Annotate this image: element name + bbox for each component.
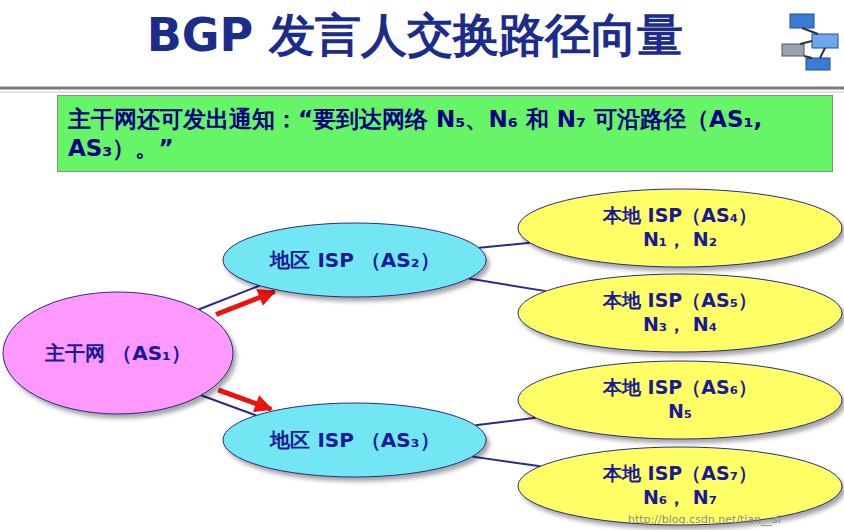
advert-arrow: [218, 390, 271, 409]
network-icon: [782, 14, 838, 70]
node-text: N₁， N₂: [643, 228, 717, 252]
ellipse-shape: [3, 292, 233, 414]
regional-isp-ellipse: 地区 ISP （AS₂）: [222, 222, 487, 298]
icon-part: [782, 44, 804, 56]
node-text: 地区 ISP （AS₂）: [270, 248, 439, 273]
ellipse-shape: [223, 403, 486, 477]
node-text: 本地 ISP（AS₆）: [603, 376, 757, 400]
node-text: 主干网还可发出通知：“要到达网络 N₅、N₆ 和 N₇ 可沿路径（AS₁, AS…: [68, 105, 822, 163]
ellipse-shape: [518, 361, 842, 439]
title-rule: [0, 92, 844, 93]
link-line: [469, 279, 546, 292]
node-text: N₃， N₄: [643, 313, 717, 337]
ellipse-shape: [518, 447, 842, 525]
node-text: 地区 ISP （AS₃）: [270, 428, 439, 453]
ellipse-shape: [518, 189, 842, 267]
node-text: 本地 ISP（AS₄）: [603, 204, 757, 228]
title-box: BGP 发言人交换路径向量: [50, 6, 780, 66]
link-line: [479, 243, 530, 248]
icon-part: [812, 34, 838, 48]
node-text: 主干网 （AS₁）: [45, 341, 191, 366]
node-text: 本地 ISP（AS₇）: [603, 462, 757, 486]
link-line: [476, 418, 536, 425]
title-text: BGP 发言人交换路径向量: [50, 6, 780, 66]
icon-wire: [800, 28, 825, 58]
link-line: [473, 457, 541, 467]
ellipse-shape: [518, 274, 842, 352]
note-box: 主干网还可发出通知：“要到达网络 N₅、N₆ 和 N₇ 可沿路径（AS₁, AS…: [57, 95, 833, 172]
icon-part: [790, 14, 814, 28]
node-text: 本地 ISP（AS₅）: [603, 289, 757, 313]
node-text: N₅: [668, 400, 692, 424]
local-isp-ellipse: 本地 ISP（AS₆）N₅: [517, 360, 843, 440]
local-isp-ellipse: 本地 ISP（AS₅）N₃， N₄: [517, 273, 843, 353]
advert-arrow: [216, 292, 275, 315]
backbone-ellipse: 主干网 （AS₁）: [2, 291, 234, 415]
link-line: [199, 286, 260, 310]
ellipse-shape: [223, 223, 486, 297]
title-rule: [0, 87, 844, 90]
regional-isp-ellipse: 地区 ISP （AS₃）: [222, 402, 487, 478]
local-isp-ellipse: 本地 ISP（AS₄）N₁， N₂: [517, 188, 843, 268]
icon-part: [806, 58, 830, 70]
node-text: N₆， N₇: [643, 486, 717, 510]
watermark: http://blog.csdn.net/tian__si: [628, 513, 781, 526]
link-line: [201, 395, 256, 415]
